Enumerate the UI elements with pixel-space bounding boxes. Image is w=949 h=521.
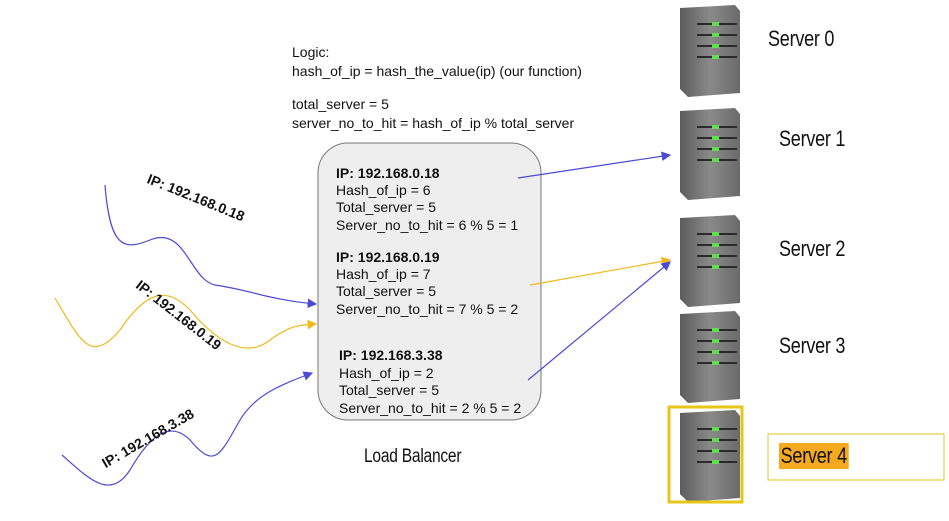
load-balancer-box (317, 142, 542, 421)
server-led (712, 339, 719, 343)
logic-line: hash_of_ip = hash_the_value(ip) (our fun… (292, 63, 582, 79)
lb-total: Total_server = 5 (336, 283, 436, 299)
server-led (712, 427, 719, 431)
lb-ip: IP: 192.168.0.18 (336, 165, 440, 181)
server-icon (680, 108, 740, 200)
server-led (712, 33, 719, 37)
load-balancer-label: Load Balancer (364, 446, 462, 467)
server-led (712, 22, 719, 26)
server-2-label: Server 2 (779, 236, 846, 261)
server-led (712, 438, 719, 442)
server-3-label: Server 3 (779, 333, 846, 358)
server-led (712, 328, 719, 332)
server-led (712, 243, 719, 247)
server-led (712, 232, 719, 236)
server-icon (680, 5, 740, 97)
server-4-label-frame (767, 433, 945, 481)
server-icon (680, 215, 740, 307)
logic-line: Logic: (292, 44, 330, 60)
lb-result: Server_no_to_hit = 7 % 5 = 2 (336, 301, 519, 317)
server-0-label: Server 0 (768, 26, 835, 51)
lb-result: Server_no_to_hit = 6 % 5 = 1 (336, 217, 519, 233)
server-led (712, 449, 719, 453)
server-4-label: Server 4 (779, 443, 849, 469)
server-icon (680, 311, 740, 403)
route-arrow-server-1 (517, 151, 672, 179)
incoming-curve-1 (104, 184, 318, 309)
lb-hash: Hash_of_ip = 7 (336, 266, 431, 282)
route-arrow-server-2-a (529, 256, 672, 286)
server-led (712, 350, 719, 354)
logic-line: total_server = 5 (292, 96, 389, 112)
lb-ip: IP: 192.168.3.38 (339, 347, 443, 363)
server-led (712, 147, 719, 151)
lb-hash: Hash_of_ip = 2 (339, 365, 434, 381)
server-led (712, 361, 719, 365)
server-icon (680, 410, 740, 502)
server-led (712, 265, 719, 269)
server-1-label: Server 1 (779, 126, 846, 151)
logic-line: server_no_to_hit = hash_of_ip % total_se… (292, 115, 575, 131)
server-led (712, 158, 719, 162)
lb-result: Server_no_to_hit = 2 % 5 = 2 (339, 400, 522, 416)
incoming-curve-3 (61, 371, 314, 486)
server-led (712, 254, 719, 258)
lb-ip: IP: 192.168.0.19 (336, 249, 440, 265)
server-led (712, 136, 719, 140)
server-led (712, 55, 719, 59)
server-led (712, 460, 719, 464)
lb-hash: Hash_of_ip = 6 (336, 182, 431, 198)
route-arrow-server-2-b (527, 261, 671, 381)
server-4-highlight-frame (667, 405, 744, 504)
lb-total: Total_server = 5 (336, 199, 436, 215)
incoming-curve-2 (54, 294, 318, 349)
server-led (712, 125, 719, 129)
server-led (712, 44, 719, 48)
lb-total: Total_server = 5 (339, 382, 439, 398)
